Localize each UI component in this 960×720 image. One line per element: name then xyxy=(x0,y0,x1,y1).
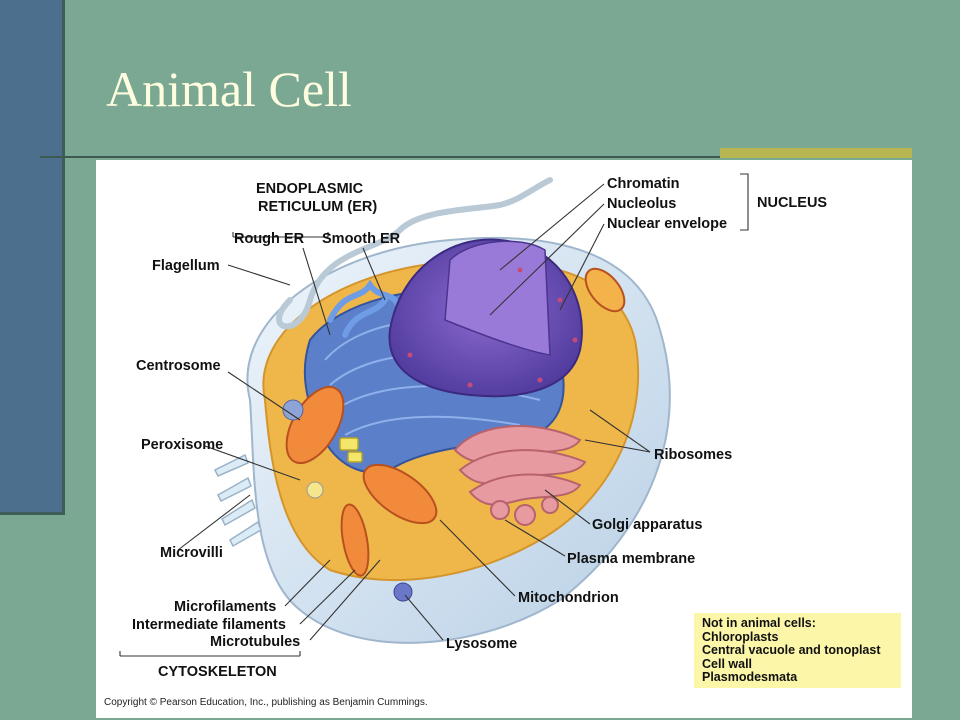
label-er-group: ENDOPLASMIC xyxy=(256,181,364,197)
label-cytoskeleton: CYTOSKELETON xyxy=(158,664,277,680)
label-plasma-membrane: Plasma membrane xyxy=(567,551,695,567)
note-item: Plasmodesmata xyxy=(702,670,798,684)
microvilli xyxy=(213,453,262,548)
not-in-animal-cells-note: Not in animal cells: Chloroplasts Centra… xyxy=(694,613,901,688)
note-item: Central vacuole and tonoplast xyxy=(702,643,881,657)
vesicle xyxy=(282,399,304,421)
flagellum xyxy=(276,177,553,330)
note-item: Chloroplasts xyxy=(702,629,779,644)
label-centrosome: Centrosome xyxy=(136,358,221,374)
label-intermediate-filaments: Intermediate filaments xyxy=(132,617,286,633)
gold-accent-bar xyxy=(720,148,912,158)
label-nucleus: NUCLEUS xyxy=(757,195,827,211)
label-microvilli: Microvilli xyxy=(160,545,223,561)
label-nuclear-envelope: Nuclear envelope xyxy=(607,216,727,232)
note-heading: Not in animal cells: xyxy=(702,616,816,630)
slide-title: Animal Cell xyxy=(106,61,352,117)
label-mitochondrion: Mitochondrion xyxy=(518,590,619,606)
label-nucleolus: Nucleolus xyxy=(607,196,676,212)
title-divider xyxy=(40,156,912,158)
nucleus-cutaway xyxy=(444,240,551,356)
centrosome xyxy=(339,437,363,463)
label-lysosome: Lysosome xyxy=(446,636,517,652)
label-rough-er: Rough ER xyxy=(234,231,305,247)
label-golgi: Golgi apparatus xyxy=(592,517,702,533)
lysosome xyxy=(393,582,413,602)
label-flagellum: Flagellum xyxy=(152,258,220,274)
label-microfilaments: Microfilaments xyxy=(174,599,276,615)
left-accent-bar xyxy=(0,0,65,515)
note-item: Cell wall xyxy=(702,656,753,671)
golgi-apparatus xyxy=(453,425,587,526)
label-ribosomes: Ribosomes xyxy=(654,447,732,463)
label-peroxisome: Peroxisome xyxy=(141,437,223,453)
peroxisome xyxy=(306,481,324,499)
label-smooth-er: Smooth ER xyxy=(322,231,401,247)
label-chromatin: Chromatin xyxy=(607,176,680,192)
copyright-text: Copyright © Pearson Education, Inc., pub… xyxy=(104,697,428,708)
label-er-group-2: RETICULUM (ER) xyxy=(258,199,377,215)
label-microtubules: Microtubules xyxy=(210,634,300,650)
